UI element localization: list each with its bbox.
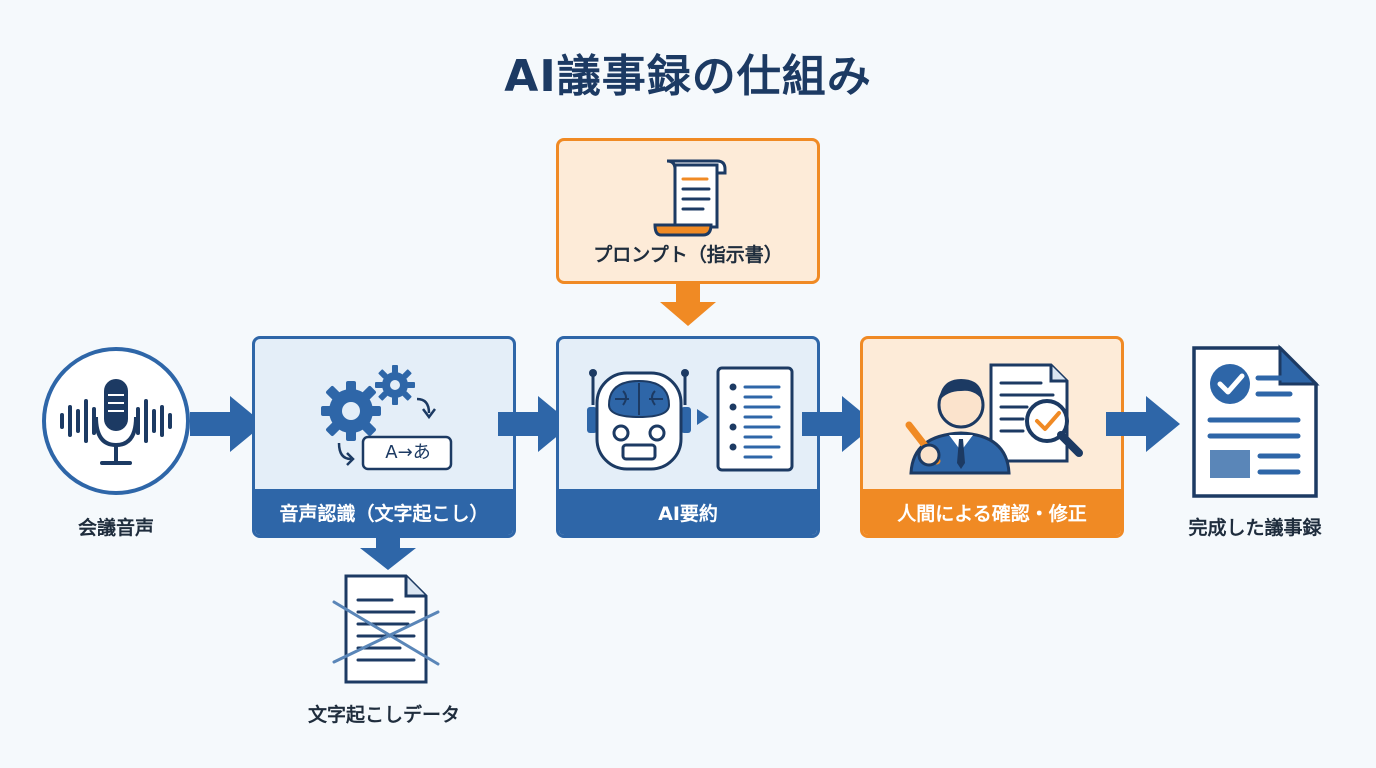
checklist-icon [715, 365, 795, 473]
final-minutes-caption: 完成した議事録 [1188, 517, 1322, 539]
small-arrow-icon [695, 407, 711, 427]
completed-document-icon [1190, 344, 1320, 500]
flow-arrow [498, 394, 574, 454]
speech-recognition-label: 音声認識（文字起こし） [255, 489, 513, 535]
ai-summary-label: AI要約 [559, 489, 817, 535]
document-icon [328, 572, 444, 688]
translate-text: A→あ [385, 442, 431, 463]
human-review-box: 人間による確認・修正 [860, 336, 1124, 538]
human-review-label: 人間による確認・修正 [863, 489, 1121, 535]
page-title: AI議事録の仕組み [504, 51, 872, 102]
flow-arrow [1106, 394, 1182, 454]
speech-recognition-box: A→あ 音声認識（文字起こし） [252, 336, 516, 538]
microphone-icon [40, 345, 192, 497]
transcript-caption: 文字起こしデータ [307, 704, 460, 726]
robot-icon [585, 365, 693, 473]
flow-arrow-down [658, 284, 718, 328]
flow-arrow [190, 394, 266, 454]
gears-icon [317, 363, 457, 473]
ai-summary-box: AI要約 [556, 336, 820, 538]
prompt-label: プロンプト（指示書） [593, 244, 783, 266]
audio-caption: 会議音声 [77, 517, 154, 539]
prompt-box: プロンプト（指示書） [556, 138, 820, 284]
reviewer-icon [903, 359, 1093, 477]
flow-arrow [802, 394, 878, 454]
scroll-document-icon [651, 155, 731, 239]
flow-arrow-down [358, 536, 418, 572]
